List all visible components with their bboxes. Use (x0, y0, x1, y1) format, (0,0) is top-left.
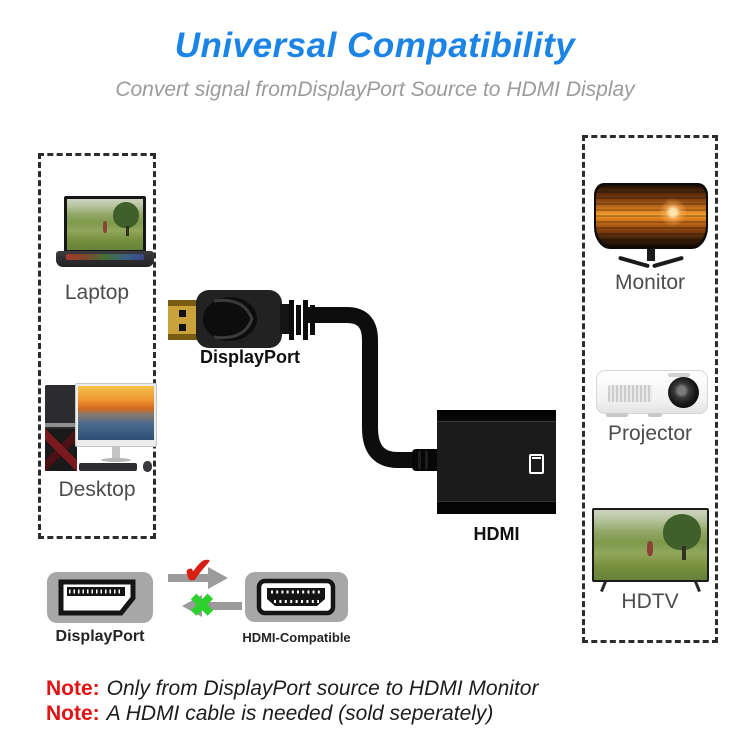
laptop-screen (64, 196, 146, 253)
tree-graphic (113, 201, 140, 229)
player-graphic (102, 221, 107, 233)
desktop-tower (45, 385, 77, 471)
notes-section: Note: Only from DisplayPort source to HDM… (46, 676, 538, 726)
hdmi-adapter-image (437, 410, 556, 514)
displayport-port-icon (58, 579, 136, 616)
hdtv-game-scene (594, 510, 707, 580)
laptop-label: Laptop (64, 281, 130, 304)
arrow-left-icon (182, 595, 242, 617)
desktop-mouse (143, 461, 152, 472)
displayport-port-badge (47, 572, 153, 623)
hdtv-screen (592, 508, 709, 582)
laptop-game-scene (67, 199, 143, 250)
desktop-keyboard (79, 463, 137, 471)
hdmi-label: HDMI (473, 524, 520, 544)
note-prefix: Note: (46, 677, 100, 700)
cable-image (306, 307, 442, 471)
monitor-port-icon (529, 454, 544, 474)
check-icon: ✔ (183, 550, 214, 591)
player-graphic (647, 540, 653, 557)
note-prefix: Note: (46, 702, 100, 725)
projector-label: Projector (607, 422, 693, 445)
projector-foot (606, 413, 628, 417)
desktop-label: Desktop (58, 478, 136, 501)
desktop-monitor-base (101, 458, 131, 462)
cross-icon: ✖ (189, 588, 215, 623)
monitor-label: Monitor (614, 271, 686, 294)
desktop-monitor (75, 383, 157, 447)
laptop-keyboard-glow (66, 254, 144, 260)
projector-lens (668, 377, 699, 408)
desktop-monitor-neck (112, 447, 120, 459)
projector-foot (648, 413, 662, 417)
projector-grille (608, 385, 652, 402)
page-subtitle: Convert signal fromDisplayPort Source to… (115, 78, 635, 101)
hdtv-image (592, 508, 709, 594)
hdtv-label: HDTV (621, 590, 679, 613)
projector-image (596, 370, 708, 422)
displayport-label: DisplayPort (199, 347, 301, 367)
monitor-image (594, 183, 708, 271)
tower-band (45, 423, 77, 427)
note-line-2: Note: A HDMI cable is needed (sold sepera… (46, 701, 538, 726)
hdmi-badge-label: HDMI-Compatible (242, 630, 351, 645)
hdmi-port-icon (256, 578, 336, 616)
monitor-leg-right (652, 255, 684, 269)
direction-arrows (168, 567, 242, 617)
sources-group-box (38, 153, 156, 539)
displayport-plug-icon (168, 290, 315, 348)
tree-trunk-graphic (126, 225, 129, 236)
tree-trunk-graphic (682, 546, 686, 561)
sunset-scene (596, 185, 706, 247)
monitor-leg-left (618, 255, 650, 269)
displays-group-box (582, 135, 718, 643)
note-text: A HDMI cable is needed (sold seperately) (106, 702, 494, 725)
desktop-image (45, 383, 157, 477)
tree-graphic (662, 513, 702, 550)
projector-top-detail (668, 373, 690, 377)
arrow-right-icon (168, 567, 228, 589)
desktop-monitor-scene (78, 386, 154, 440)
monitor-screen (594, 183, 708, 249)
note-text: Only from DisplayPort source to HDMI Mon… (106, 677, 539, 700)
gold-pin (168, 300, 200, 340)
page-title: Universal Compatibility (174, 26, 576, 65)
cable-path (306, 307, 416, 468)
adapter-top-band (437, 410, 556, 422)
laptop-image (56, 196, 154, 274)
monitor-neck (647, 249, 655, 261)
tower-front-pattern (45, 429, 77, 471)
hdmi-port-badge (245, 572, 348, 622)
adapter-bottom-band (437, 501, 556, 514)
note-line-1: Note: Only from DisplayPort source to HDM… (46, 676, 538, 701)
displayport-badge-label: DisplayPort (55, 628, 145, 645)
